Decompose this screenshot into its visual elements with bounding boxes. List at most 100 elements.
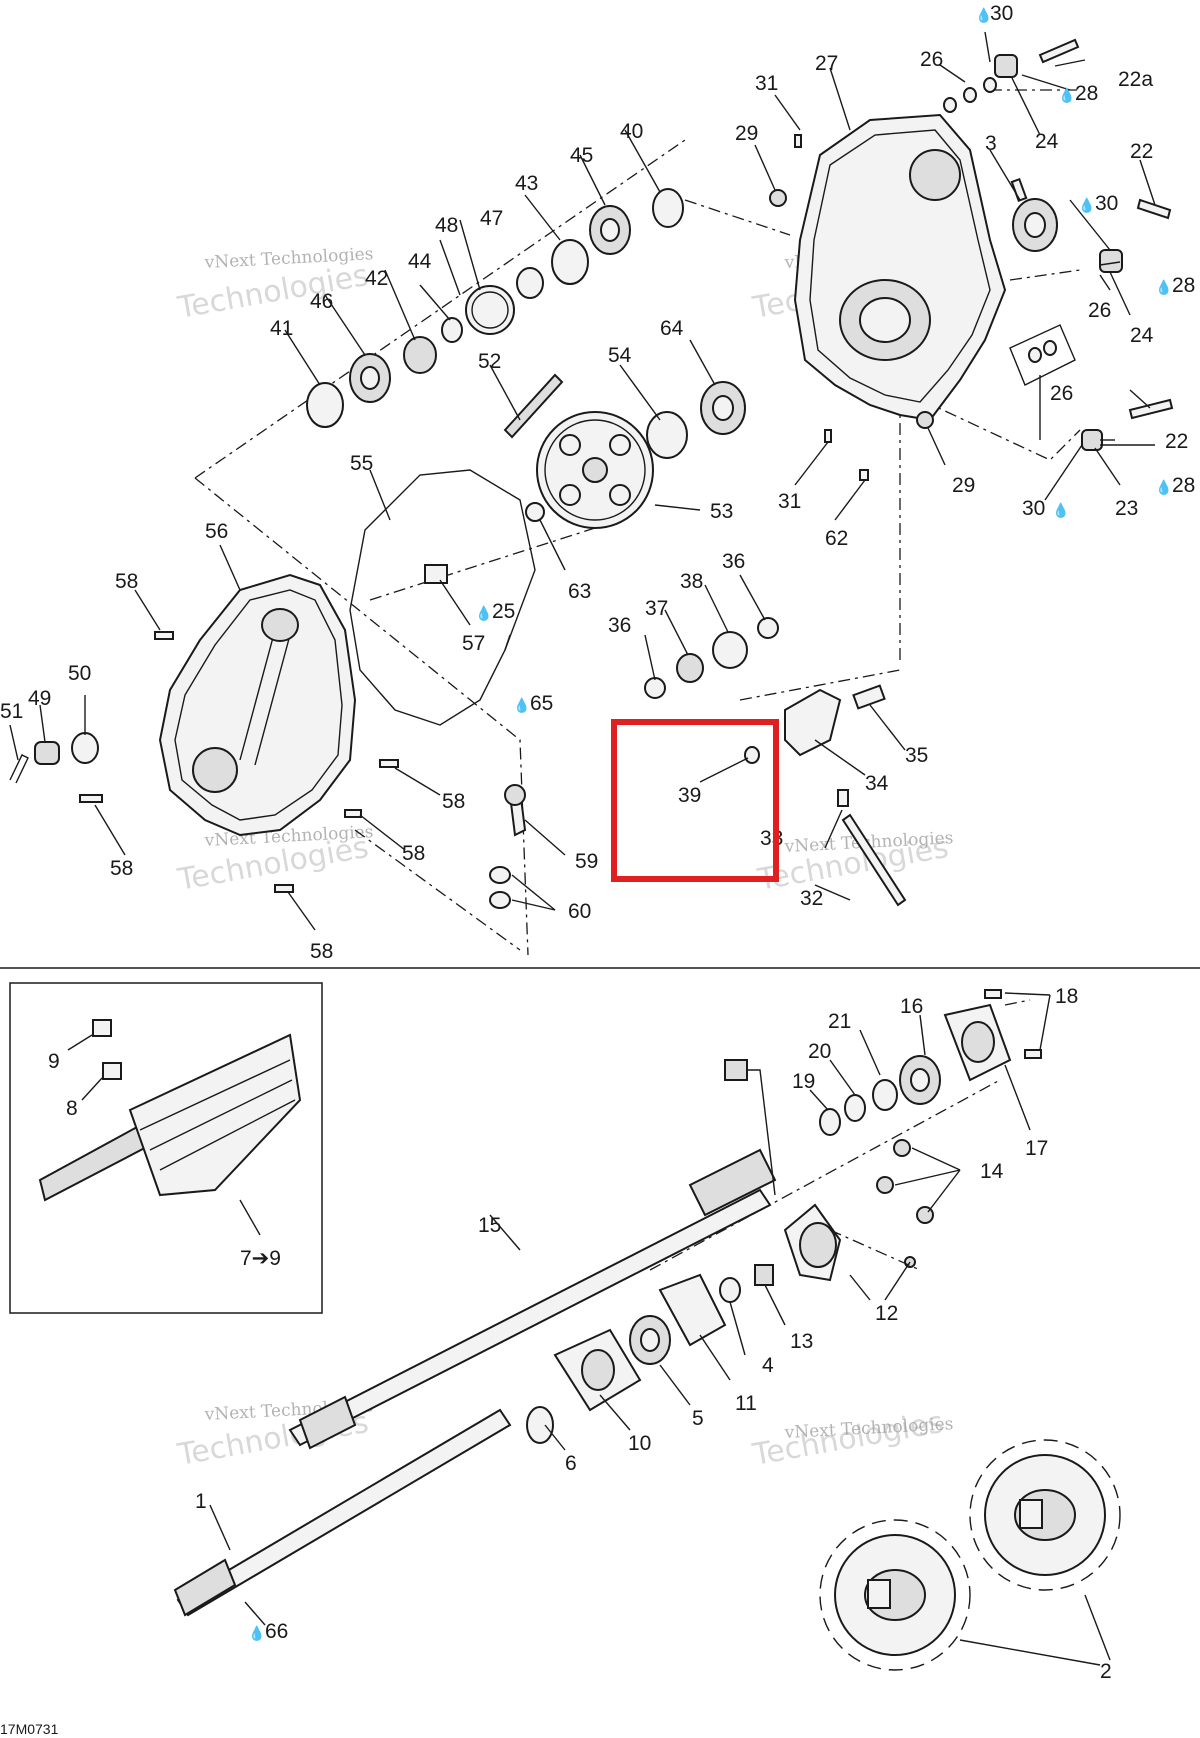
nut-23 [1081, 429, 1103, 451]
oil-drop-icon: 💧 [1155, 479, 1172, 496]
bolt-58 [379, 759, 399, 768]
cover-rib [254, 634, 291, 766]
callout-21: 21 [828, 1010, 851, 1033]
callout-60: 60 [568, 900, 591, 923]
housing-upper-bore [909, 149, 961, 201]
callout-58: 58 [402, 842, 425, 865]
bolt-58 [154, 631, 174, 640]
washer-26 [963, 87, 977, 103]
seal-19 [819, 1108, 841, 1136]
housing-gasket-edge [809, 129, 991, 403]
callout-14: 14 [980, 1160, 1004, 1183]
circlip-43 [551, 239, 589, 285]
callout-59: 59 [575, 850, 598, 873]
callout-15: 15 [478, 1214, 501, 1237]
callout-1: 1 [195, 1490, 207, 1513]
oil-drop-icon: 💧 [1155, 279, 1172, 296]
shaft-spline-end [298, 1395, 357, 1450]
callout-58: 58 [115, 570, 138, 593]
washer-60 [489, 891, 511, 909]
callout-38: 38 [680, 570, 703, 593]
callout-36: 36 [722, 550, 745, 573]
plug-62 [859, 469, 869, 481]
assembly-line [369, 519, 621, 601]
callout-62: 62 [825, 527, 848, 550]
bearing-64-inner [712, 395, 734, 421]
pin-33 [837, 789, 849, 807]
callout-24: 24 [1035, 130, 1059, 153]
assembly-line [1009, 269, 1081, 281]
callout-55: 55 [350, 452, 373, 475]
assembly-line [739, 669, 901, 701]
callout-4: 4 [762, 1354, 774, 1377]
callout-28: 28 [1172, 474, 1195, 497]
drive-sprocket-bore [867, 1579, 891, 1609]
callout-58: 58 [310, 940, 333, 963]
circlip-4 [719, 1277, 741, 1303]
callout-2: 2 [1100, 1660, 1112, 1683]
small-sprocket-teeth [471, 291, 509, 329]
bearing-3-inner [1024, 212, 1046, 238]
callout-51: 51 [0, 700, 23, 723]
callouts-bottom: 15 1 66 💧 6 10 5 11 4 13 12 14 17 18 16 … [195, 985, 1112, 1683]
washer-26 [943, 97, 957, 113]
bolt-18 [984, 989, 1002, 999]
oil-drop-icon: 💧 [475, 605, 492, 622]
leader-lines [9, 31, 1156, 931]
callout-41: 41 [270, 317, 293, 340]
callout-31: 31 [755, 72, 778, 95]
callout-65: 65 [530, 692, 553, 715]
axle-spline [173, 1558, 237, 1617]
callout-12: 12 [875, 1302, 898, 1325]
cotter-pin-51 [9, 754, 29, 784]
seal-6 [526, 1406, 554, 1444]
callout-22: 22 [1165, 430, 1188, 453]
callout-29: 29 [735, 122, 758, 145]
sprocket-hole [609, 434, 631, 456]
track-inset-box [9, 982, 323, 1314]
callout-39: 39 [678, 784, 701, 807]
track-lug-lines [139, 1059, 296, 1171]
callouts-top: 30 💧 22a 28 💧 24 26 27 31 29 3 22 30 💧 2… [0, 2, 1195, 963]
leader-lines-bottom [209, 992, 1111, 1666]
callout-25: 25 [492, 600, 515, 623]
callout-26: 26 [1088, 299, 1111, 322]
bolt-57 [424, 564, 448, 584]
assembly-line [829, 1229, 921, 1271]
bearing-37 [676, 653, 704, 683]
callout-8: 8 [66, 1097, 78, 1120]
callout-63: 63 [568, 580, 591, 603]
bolt-58 [344, 809, 362, 818]
callout-54: 54 [608, 344, 632, 367]
washer-26 [1043, 340, 1057, 356]
callout-18: 18 [1055, 985, 1078, 1008]
sensor-ring [799, 1222, 837, 1268]
seal-40 [652, 188, 684, 228]
callout-53: 53 [710, 500, 733, 523]
callout-40: 40 [620, 120, 643, 143]
bearing-16-inner [910, 1068, 930, 1092]
callout-34: 34 [865, 772, 889, 795]
bearing-5-inner [640, 1328, 660, 1352]
callout-30: 30 [1022, 497, 1045, 520]
washer-36 [644, 677, 666, 699]
pin-31 [794, 134, 802, 148]
chaincase-assembly: 30 💧 22a 28 💧 24 26 27 31 29 3 22 30 💧 2… [0, 2, 1195, 963]
shaft-spline [688, 1148, 777, 1217]
bolt-29 [769, 189, 787, 207]
drive-axle-assembly: 9 8 7➔9 [9, 982, 1121, 1683]
bolt-22 [1136, 198, 1172, 220]
callout-16: 16 [900, 995, 923, 1018]
washer-26 [983, 77, 997, 93]
callout-56: 56 [205, 520, 228, 543]
callout-66: 66 [265, 1620, 288, 1643]
callout-26: 26 [1050, 382, 1073, 405]
bolt-18 [1024, 1049, 1042, 1059]
bolt-58 [274, 884, 294, 893]
bearing-42 [403, 336, 437, 374]
callout-22: 22 [1130, 140, 1153, 163]
spacer-44 [441, 317, 463, 343]
nut-14 [876, 1176, 894, 1194]
callout-46: 46 [310, 290, 333, 313]
